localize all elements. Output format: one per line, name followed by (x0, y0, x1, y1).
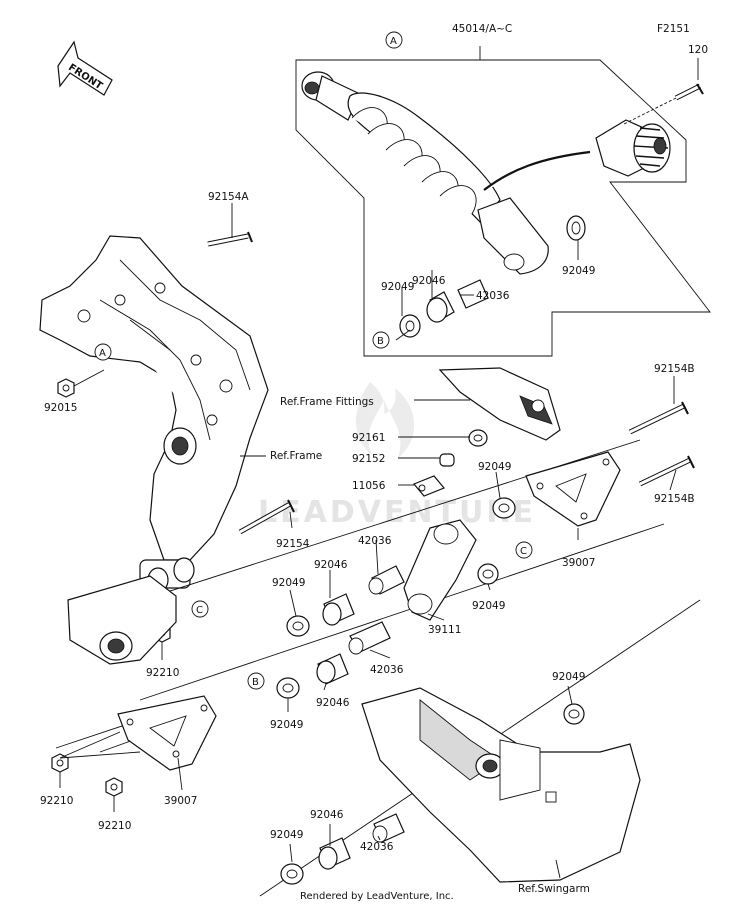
leader-lines (59, 203, 677, 879)
label-42036-top: 42036 (476, 290, 510, 302)
link-11056 (413, 475, 445, 497)
collar-92152 (439, 453, 455, 467)
label-42036-lower: 42036 (370, 664, 404, 676)
label-39111: 39111 (428, 624, 461, 636)
label-92154b-lower: 92154B (654, 493, 695, 505)
label-92015: 92015 (44, 402, 77, 414)
callout-c-right: C (520, 546, 527, 557)
front-arrow-icon: FRONT (57, 40, 113, 96)
frame-fittings-part (438, 367, 561, 441)
rocker-arm-39111 (403, 519, 477, 621)
bolt-92154 (238, 499, 295, 535)
label-39007-lower: 39007 (164, 795, 197, 807)
label-92154a: 92154A (208, 191, 249, 203)
label-92210-bottom: 92210 (98, 820, 131, 832)
label-92154b-upper: 92154B (654, 363, 695, 375)
label-ref-swingarm: Ref.Swingarm (518, 883, 590, 895)
label-92046-top: 92046 (412, 275, 446, 287)
callout-b-top: B (377, 336, 384, 347)
bolt-92154b-lower (638, 455, 695, 487)
shock-bushings (395, 215, 586, 341)
label-92046-bottom: 92046 (310, 809, 344, 821)
callout-a-top: A (390, 36, 397, 47)
watermark: LEADVENTURE (258, 382, 536, 530)
label-92049-bottom: 92049 (270, 829, 303, 841)
figure-code: F2151 (657, 23, 690, 35)
label-92210-upper: 92210 (146, 667, 179, 679)
label-92154: 92154 (276, 538, 310, 550)
watermark-text: LEADVENTURE (258, 495, 536, 530)
label-92046-mid: 92046 (314, 559, 348, 571)
label-ref-frame: Ref.Frame (270, 450, 322, 462)
mid-row-parts (276, 497, 585, 885)
label-11056: 11056 (352, 480, 386, 492)
label-42036-bottom: 42036 (360, 841, 394, 853)
label-92210-left: 92210 (40, 795, 73, 807)
bolt-120 (623, 58, 704, 125)
label-92049-top-left: 92049 (381, 281, 414, 293)
spacer-92161 (468, 429, 488, 447)
label-92049-mid-left: 92049 (272, 577, 305, 589)
label-ref-frame-fittings: Ref.Frame Fittings (280, 396, 374, 408)
plate-39007-upper (525, 451, 621, 527)
callout-c-left: C (196, 605, 203, 616)
label-120: 120 (688, 44, 708, 56)
label-45014: 45014/A~C (452, 23, 512, 35)
label-92046-lower: 92046 (316, 697, 350, 709)
part-labels: 45014/A~C 120 92154A 92046 92049 42036 9… (40, 23, 708, 895)
label-92049-lower-left: 92049 (270, 719, 303, 731)
label-92049-c: 92049 (472, 600, 505, 612)
nut-92015 (57, 369, 105, 398)
label-42036-mid: 42036 (358, 535, 392, 547)
callout-b-bottom: B (252, 677, 259, 688)
shock-absorber-group (295, 46, 711, 357)
callout-a-frame: A (99, 348, 106, 359)
label-92152: 92152 (352, 453, 385, 465)
callout-markers: A B A C C B (94, 31, 533, 690)
plate-39007-lower (117, 695, 217, 771)
frame-part (39, 235, 269, 593)
bolt-92154b-upper (628, 401, 689, 435)
swingarm-left-part (67, 575, 177, 665)
swingarm-part (361, 687, 641, 883)
label-92049-mid-right: 92049 (478, 461, 511, 473)
footer-credit: Rendered by LeadVenture, Inc. (300, 891, 454, 902)
label-92049-swingarm: 92049 (552, 671, 585, 683)
label-39007-upper: 39007 (562, 557, 595, 569)
bolt-92154a (207, 231, 253, 247)
label-92161: 92161 (352, 432, 385, 444)
label-92049-top-right: 92049 (562, 265, 595, 277)
